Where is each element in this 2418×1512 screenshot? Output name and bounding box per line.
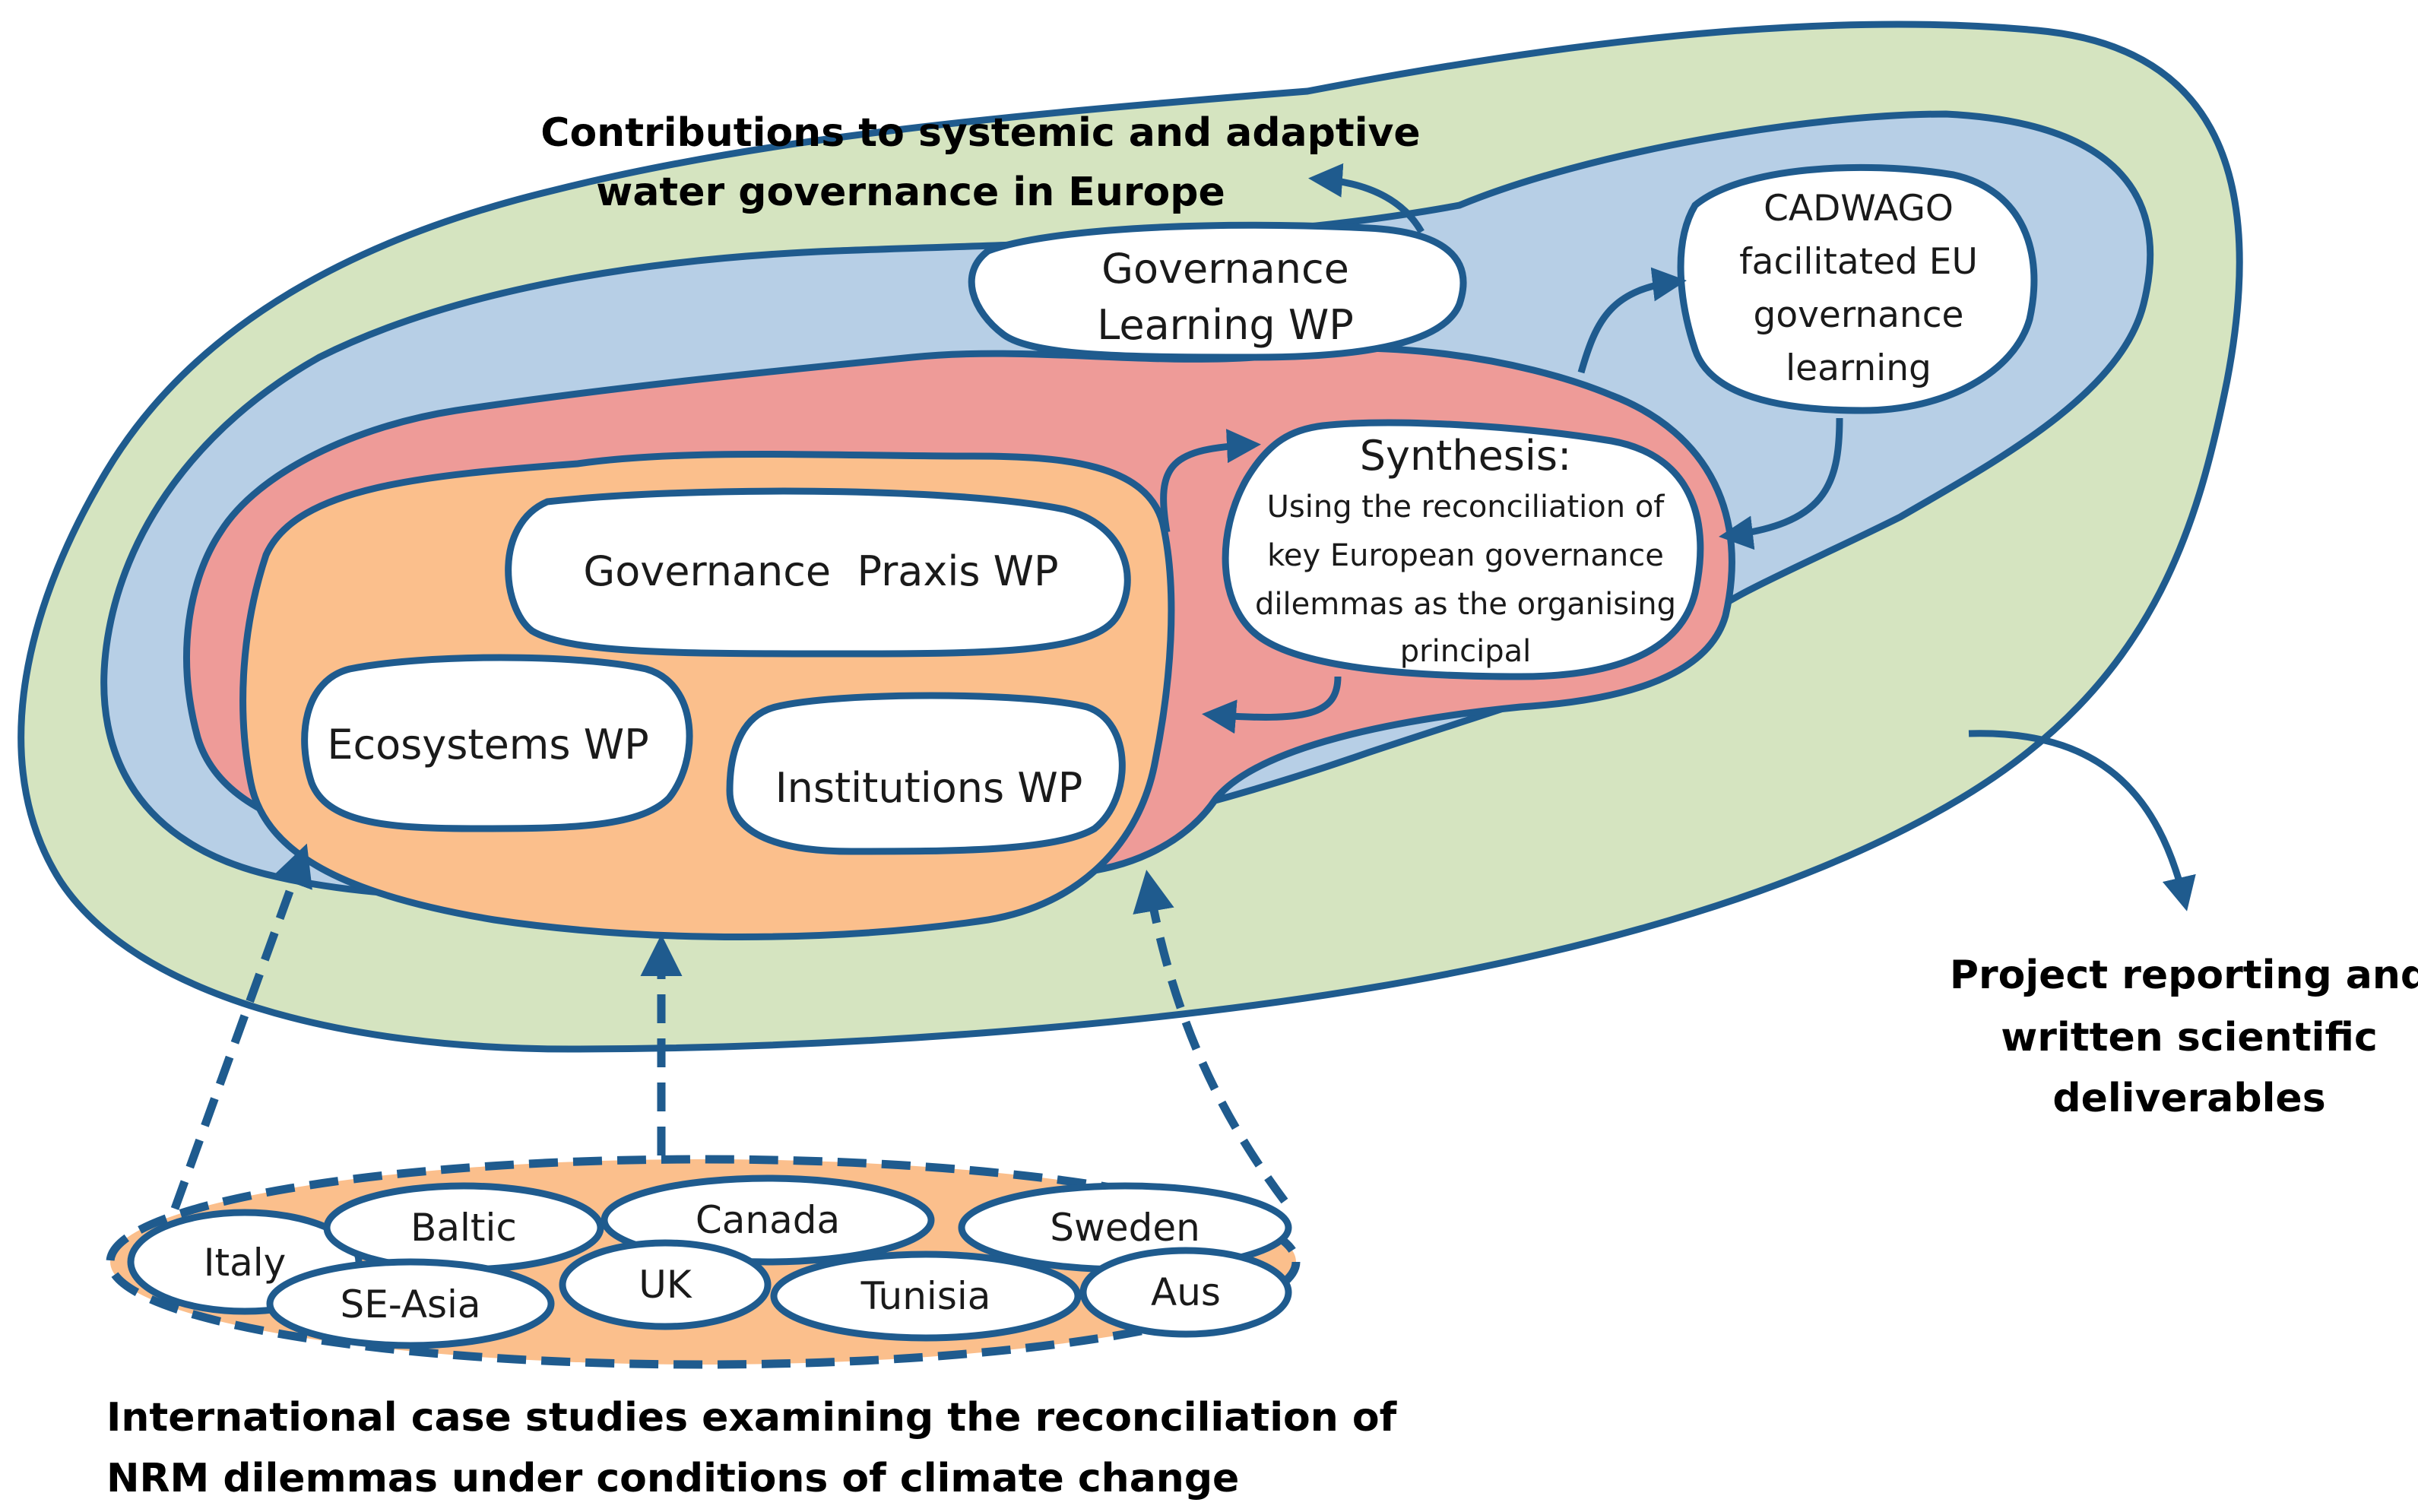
case-uk-ellipse — [559, 1239, 772, 1330]
case-arrow-left — [170, 843, 312, 1210]
case-baltic-label: Baltic — [410, 1206, 517, 1250]
institutions-bubble — [726, 692, 1126, 855]
case-aus-ellipse — [1079, 1247, 1292, 1338]
cadwago-line4: learning — [1786, 347, 1932, 389]
contributions-label-line2: water governance in Europe — [596, 170, 1225, 215]
case-canada-label: Canada — [696, 1198, 840, 1242]
institutions-label: Institutions WP — [775, 764, 1083, 812]
case-se-asia-label: SE-Asia — [340, 1282, 480, 1327]
praxis-bubble — [505, 487, 1131, 658]
reporting-line1: Project reporting and — [1950, 953, 2418, 998]
governance-learning-line1: Governance — [1101, 245, 1349, 293]
case-uk-label: UK — [639, 1263, 692, 1307]
ecosystems-label: Ecosystems WP — [327, 721, 648, 769]
praxis-label: Governance Praxis WP — [583, 547, 1058, 595]
ecosystems-bubble — [301, 654, 693, 832]
case-tunisia-ellipse — [770, 1250, 1082, 1342]
arrow-to-cadwago — [1577, 267, 1687, 374]
arrow-to-reporting — [1968, 730, 2196, 911]
case-se-asia-ellipse — [266, 1258, 555, 1349]
contributions-label-line1: Contributions to systemic and adaptive — [540, 110, 1420, 156]
synthesis-title: Synthesis: — [1360, 432, 1572, 480]
cadwago-bubble — [1677, 163, 2038, 414]
synthesis-bubble — [1222, 419, 1704, 680]
arrow-cadwago-to-synthesis — [1719, 417, 1843, 550]
case-caption-line2: NRM dilemmas under conditions of climate… — [106, 1456, 1239, 1501]
cadwago-line3: governance — [1754, 294, 1964, 336]
case-sweden-label: Sweden — [1050, 1206, 1200, 1250]
synthesis-line4: principal — [1400, 634, 1531, 669]
governance-learning-line2: Learning WP — [1097, 301, 1354, 349]
reporting-line2: written scientific — [2001, 1015, 2378, 1060]
case-caption-line1: International case studies examining the… — [106, 1395, 1398, 1441]
synthesis-line1: Using the reconciliation of — [1267, 490, 1665, 525]
governance-learning-bubble — [968, 221, 1467, 361]
case-arrow-right — [1133, 870, 1288, 1204]
case-tunisia-label: Tunisia — [860, 1274, 991, 1318]
cadwago-line2: facilitated EU — [1739, 241, 1978, 283]
case-aus-label: Aus — [1151, 1270, 1221, 1314]
synthesis-line3: dilemmas as the organising — [1255, 587, 1676, 622]
arrow-orange-to-synthesis — [1160, 429, 1261, 533]
arrow-to-contributions — [1308, 163, 1424, 234]
reporting-line3: deliverables — [2052, 1076, 2325, 1121]
case-italy-label: Italy — [204, 1241, 286, 1285]
synthesis-line2: key European governance — [1267, 538, 1664, 573]
arrow-synthesis-to-orange — [1202, 676, 1342, 734]
cadwago-line1: CADWAGO — [1764, 188, 1954, 230]
